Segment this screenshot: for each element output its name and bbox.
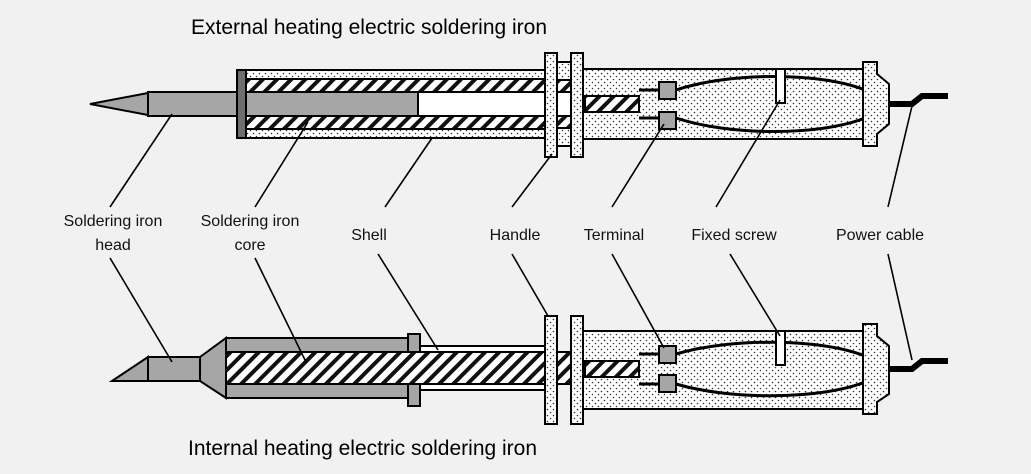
leader-handle-top bbox=[511, 153, 553, 208]
internal-core bbox=[225, 351, 549, 385]
external-flange-mid-bot bbox=[556, 127, 572, 147]
internal-sleeve-top bbox=[225, 337, 409, 353]
leader-cable-bottom bbox=[887, 253, 913, 361]
external-shell-bottom bbox=[245, 128, 583, 139]
external-tip bbox=[89, 91, 149, 117]
leader-screw-top bbox=[715, 99, 781, 208]
external-core-top bbox=[245, 78, 583, 93]
label-fixed-screw: Fixed screw bbox=[691, 227, 777, 244]
internal-shell-bottom bbox=[419, 383, 549, 391]
external-head-rod bbox=[147, 91, 419, 117]
external-fixed-screw bbox=[775, 68, 786, 104]
leader-head-bottom bbox=[109, 257, 173, 363]
leader-screw-bottom bbox=[729, 253, 781, 337]
internal-sleeve-bottom bbox=[225, 383, 409, 399]
leader-shell-bottom bbox=[377, 253, 439, 351]
internal-taper bbox=[199, 336, 227, 400]
external-end-cap bbox=[862, 61, 890, 147]
internal-shell-top bbox=[419, 345, 549, 353]
label-shell: Shell bbox=[351, 227, 387, 244]
label-head-line1: Soldering iron bbox=[64, 213, 163, 230]
leader-core-bottom bbox=[254, 257, 307, 363]
external-core-bottom bbox=[245, 115, 583, 130]
internal-flange-left bbox=[544, 315, 558, 425]
external-inner-connector bbox=[584, 95, 640, 113]
label-power-cable: Power cable bbox=[836, 227, 924, 244]
external-wire-top bbox=[639, 75, 866, 92]
internal-power-cable bbox=[889, 358, 948, 372]
external-front-cap bbox=[236, 69, 247, 139]
internal-terminal-bottom bbox=[658, 374, 677, 393]
internal-terminal-top bbox=[658, 345, 677, 364]
internal-iron-title: Internal heating electric soldering iron bbox=[188, 437, 537, 460]
internal-iron bbox=[108, 315, 948, 425]
internal-head bbox=[147, 356, 201, 382]
leader-core-top bbox=[254, 121, 309, 208]
external-flange-right bbox=[570, 52, 584, 158]
label-handle: Handle bbox=[490, 227, 541, 244]
external-flange-left bbox=[544, 52, 558, 158]
label-core-line1: Soldering iron bbox=[201, 213, 300, 230]
internal-fixed-screw bbox=[775, 330, 786, 366]
leader-terminal-bottom bbox=[611, 253, 665, 349]
leader-lines bbox=[109, 99, 913, 363]
leader-cable-top bbox=[887, 105, 913, 208]
internal-flange-right bbox=[570, 315, 584, 425]
external-iron bbox=[89, 52, 948, 158]
label-terminal: Terminal bbox=[584, 227, 644, 244]
external-flange-mid-top bbox=[556, 61, 572, 81]
internal-tip bbox=[108, 355, 149, 382]
leader-terminal-top bbox=[611, 123, 665, 208]
internal-wire-bottom bbox=[639, 380, 866, 398]
internal-inner-connector bbox=[584, 360, 640, 378]
external-shell-top bbox=[245, 69, 583, 80]
external-power-cable bbox=[889, 93, 948, 107]
leader-shell-top bbox=[384, 137, 433, 208]
label-core-line2: core bbox=[234, 237, 265, 254]
internal-wire-top bbox=[639, 340, 866, 358]
internal-end-cap bbox=[862, 323, 890, 415]
external-terminal-top bbox=[658, 81, 677, 100]
part-labels: Soldering iron head Soldering iron core … bbox=[64, 213, 924, 254]
external-wire-bottom bbox=[639, 116, 866, 133]
leader-head-top bbox=[109, 113, 173, 208]
label-head-line2: head bbox=[95, 237, 131, 254]
leader-handle-bottom bbox=[511, 253, 549, 317]
internal-flange-mid bbox=[556, 351, 572, 385]
external-iron-title: External heating electric soldering iron bbox=[191, 16, 547, 39]
